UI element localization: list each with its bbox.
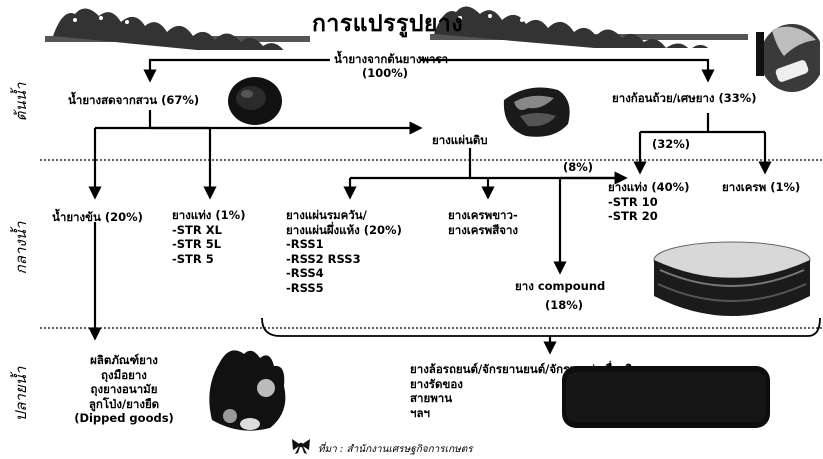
rss-item: -RSS2 RSS3	[286, 251, 361, 266]
rss-item: -RSS5	[286, 280, 324, 295]
ribbon-icon	[292, 439, 310, 454]
stage-label-upstream: ต้นน้ำ	[12, 82, 30, 122]
bracket-to-tires	[261, 317, 821, 337]
compound-label: ยาง compound	[515, 279, 606, 293]
arrow-to-cup-lump	[420, 58, 715, 83]
str-large-block: ยางแท่ง (40%) -STR 10 -STR 20	[608, 180, 689, 224]
crepe-block: ยางเครพขาว- ยางเครพสีจาง	[448, 208, 518, 237]
str-large-title: ยางแท่ง (40%)	[608, 180, 690, 194]
rss-item: -RSS1	[286, 237, 324, 251]
stage-label-midstream: กลางน้ำ	[12, 221, 30, 275]
dipped-goods-block: ผลิตภัณฑ์ยาง ถุงมือยาง ถุงยางอนามัย ลูกโ…	[66, 353, 182, 426]
latex-source-percent: (100%)	[362, 66, 409, 80]
crepe-line: ยางเครพขาว-	[448, 208, 518, 222]
compound-percent: (18%)	[545, 298, 584, 312]
bale-photo	[653, 241, 811, 316]
rss-title-line: ยางแผ่นผึ่งแห้ง (20%)	[286, 222, 402, 237]
str-large-item: -STR 10	[608, 194, 658, 209]
crepe-line: ยางเครพสีจาง	[448, 222, 519, 237]
latex-source-label: น้ำยางจากต้นยางพารา	[334, 52, 449, 66]
dipped-goods-line: ถุงยางอนามัย	[90, 382, 158, 396]
gloves-photo	[209, 350, 286, 431]
source-note: ที่มา : สำนักงานเศรษฐกิจการเกษตร	[318, 444, 473, 455]
str-small-item: -STR XL	[172, 222, 222, 237]
rss-item: -RSS4	[286, 266, 324, 280]
rss-block: ยางแผ่นรมควัน/ ยางแผ่นผึ่งแห้ง (20%) -RS…	[286, 208, 402, 295]
rss-title-line: ยางแผ่นรมควัน/	[286, 208, 367, 222]
sheet-photo	[503, 87, 570, 137]
dipped-goods-line: ลูกโป่ง/ยางยืด	[88, 396, 160, 411]
unsmoked-sheet-label: ยางแผ่นดิบ	[432, 133, 488, 147]
rubber-tree-icon	[430, 6, 748, 48]
concentrated-latex-label: น้ำยางข้น (20%)	[52, 210, 143, 224]
cup-lump-label: ยางก้อนถ้วย/เศษยาง (33%)	[612, 91, 757, 105]
str-small-block: ยางแท่ง (1%) -STR XL -STR 5L -STR 5	[172, 208, 245, 266]
crepe-brown-label: ยางเครพ (1%)	[722, 180, 801, 194]
str-small-item: -STR 5L	[172, 237, 222, 251]
dipped-goods-line: ผลิตภัณฑ์ยาง	[90, 353, 158, 367]
diagram-title: การแปรรูปยาง	[312, 11, 464, 37]
str-large-item: -STR 20	[608, 209, 658, 223]
tire-products-line: ฯลฯ	[410, 405, 430, 420]
stage-label-downstream: ปลายน้ำ	[12, 366, 30, 422]
field-latex-label: น้ำยางสดจากสวน (67%)	[68, 93, 200, 107]
str-large-8-percent: (8%)	[563, 160, 594, 174]
dipped-goods-line: ถุงมือยาง	[101, 367, 147, 382]
tire-photo	[562, 366, 770, 428]
latex-photo	[228, 77, 282, 125]
str-small-title: ยางแท่ง (1%)	[172, 208, 246, 222]
tire-products-line: สายพาน	[410, 391, 453, 405]
cup-lump-32-percent: (32%)	[652, 137, 691, 151]
rubber-tree-icon	[45, 8, 310, 50]
dipped-goods-line: (Dipped goods)	[74, 411, 174, 425]
cup-lump-photo	[756, 24, 820, 92]
tire-products-line: ยางรัดของ	[410, 376, 463, 391]
str-small-item: -STR 5	[172, 251, 214, 266]
arrow-to-field-latex	[143, 58, 330, 83]
